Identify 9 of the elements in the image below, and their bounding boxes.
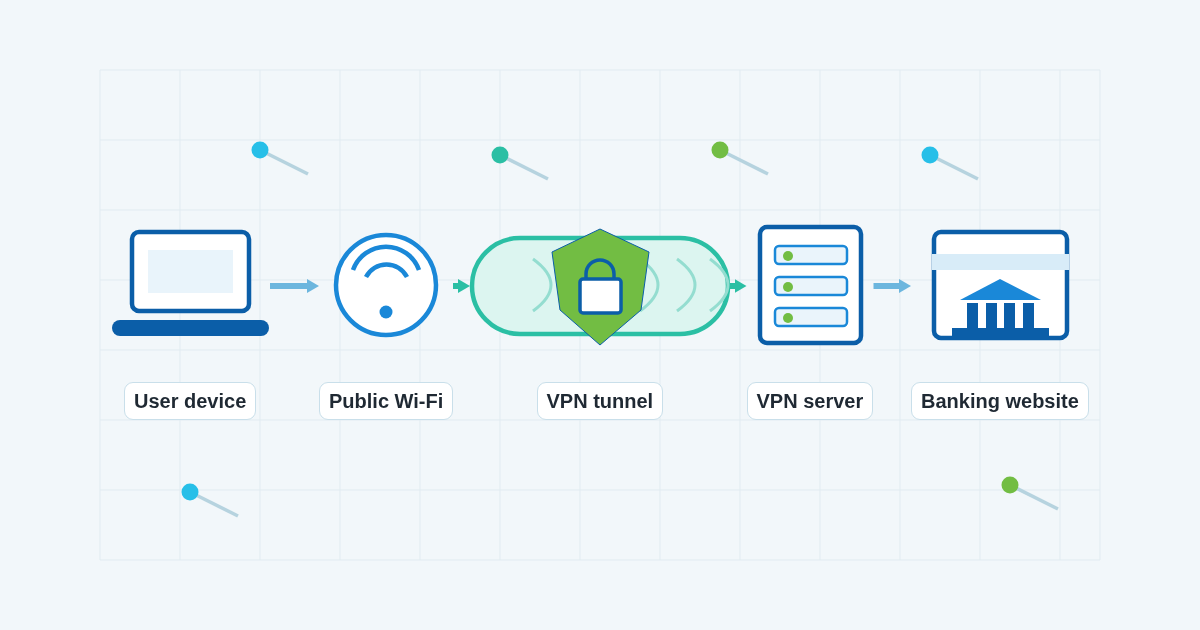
arrow	[873, 279, 911, 293]
node-label: User device	[124, 382, 257, 420]
node-label: VPN server	[746, 382, 874, 420]
node-label: Banking website	[911, 382, 1089, 420]
node-label: VPN tunnel	[536, 382, 664, 420]
arrow	[453, 279, 470, 293]
node-label: Public Wi-Fi	[319, 382, 454, 420]
arrow	[270, 279, 319, 293]
arrow	[730, 279, 747, 293]
